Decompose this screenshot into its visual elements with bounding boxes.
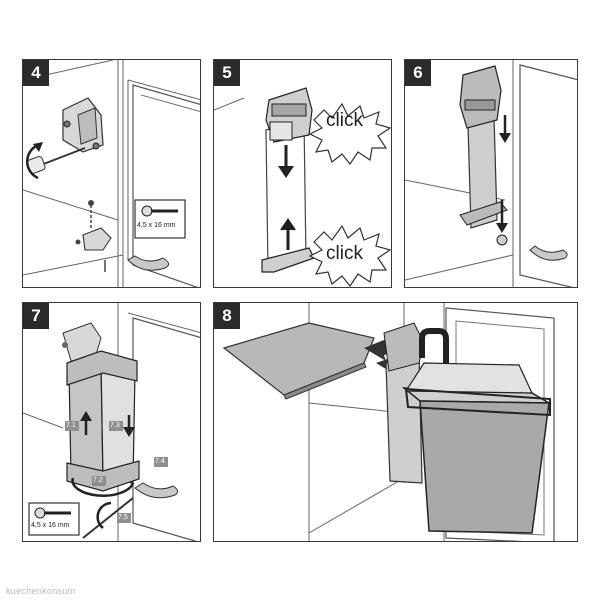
click-label-bottom: click — [326, 243, 363, 264]
starburst-icon — [308, 102, 391, 166]
step-7-panel: 7 — [22, 302, 201, 542]
arrow-down-icon — [278, 145, 294, 178]
hinge-plate-icon — [62, 97, 104, 153]
step-4-number: 4 — [23, 60, 49, 86]
step-4-panel: 4 — [22, 59, 201, 288]
step-6-panel: 6 — [404, 59, 578, 288]
step-4-illustration — [23, 60, 200, 287]
step-5-panel: 5 click click — [213, 59, 392, 288]
step-7-illustration — [23, 303, 200, 541]
step-6-number: 6 — [405, 60, 431, 86]
click-label-top: click — [326, 110, 363, 131]
screwdriver-icon — [26, 147, 86, 174]
step-5-illustration — [214, 87, 391, 287]
watermark: kuechenkonsum — [6, 586, 76, 596]
mounting-bracket-top — [265, 87, 313, 143]
step-8-panel: 8 — [213, 302, 578, 542]
marker-7-3: 7.3 — [110, 422, 120, 429]
marker-7-2: 7.2 — [93, 477, 103, 484]
step-8-number: 8 — [214, 303, 240, 329]
step-5-number: 5 — [214, 60, 240, 86]
marker-7-1: 7.1 — [66, 422, 76, 429]
bin-lid — [222, 322, 375, 396]
screw-icon — [141, 205, 178, 217]
arrow-up-icon — [280, 218, 296, 250]
step-7-number: 7 — [23, 303, 49, 329]
marker-7-4: 7.4 — [155, 458, 165, 465]
waste-bin-icon — [401, 362, 552, 534]
marker-7-5: 7.5 — [118, 514, 128, 521]
step-8-illustration — [222, 303, 555, 541]
starburst-icon — [308, 224, 391, 287]
screw-size-label: 4,5 x 16 mm — [31, 522, 70, 529]
screw-icon — [34, 507, 71, 519]
step-6-illustration — [405, 60, 577, 287]
screw-size-label: 4,5 x 16 mm — [137, 222, 176, 229]
rotate-arrow-icon — [25, 143, 39, 180]
